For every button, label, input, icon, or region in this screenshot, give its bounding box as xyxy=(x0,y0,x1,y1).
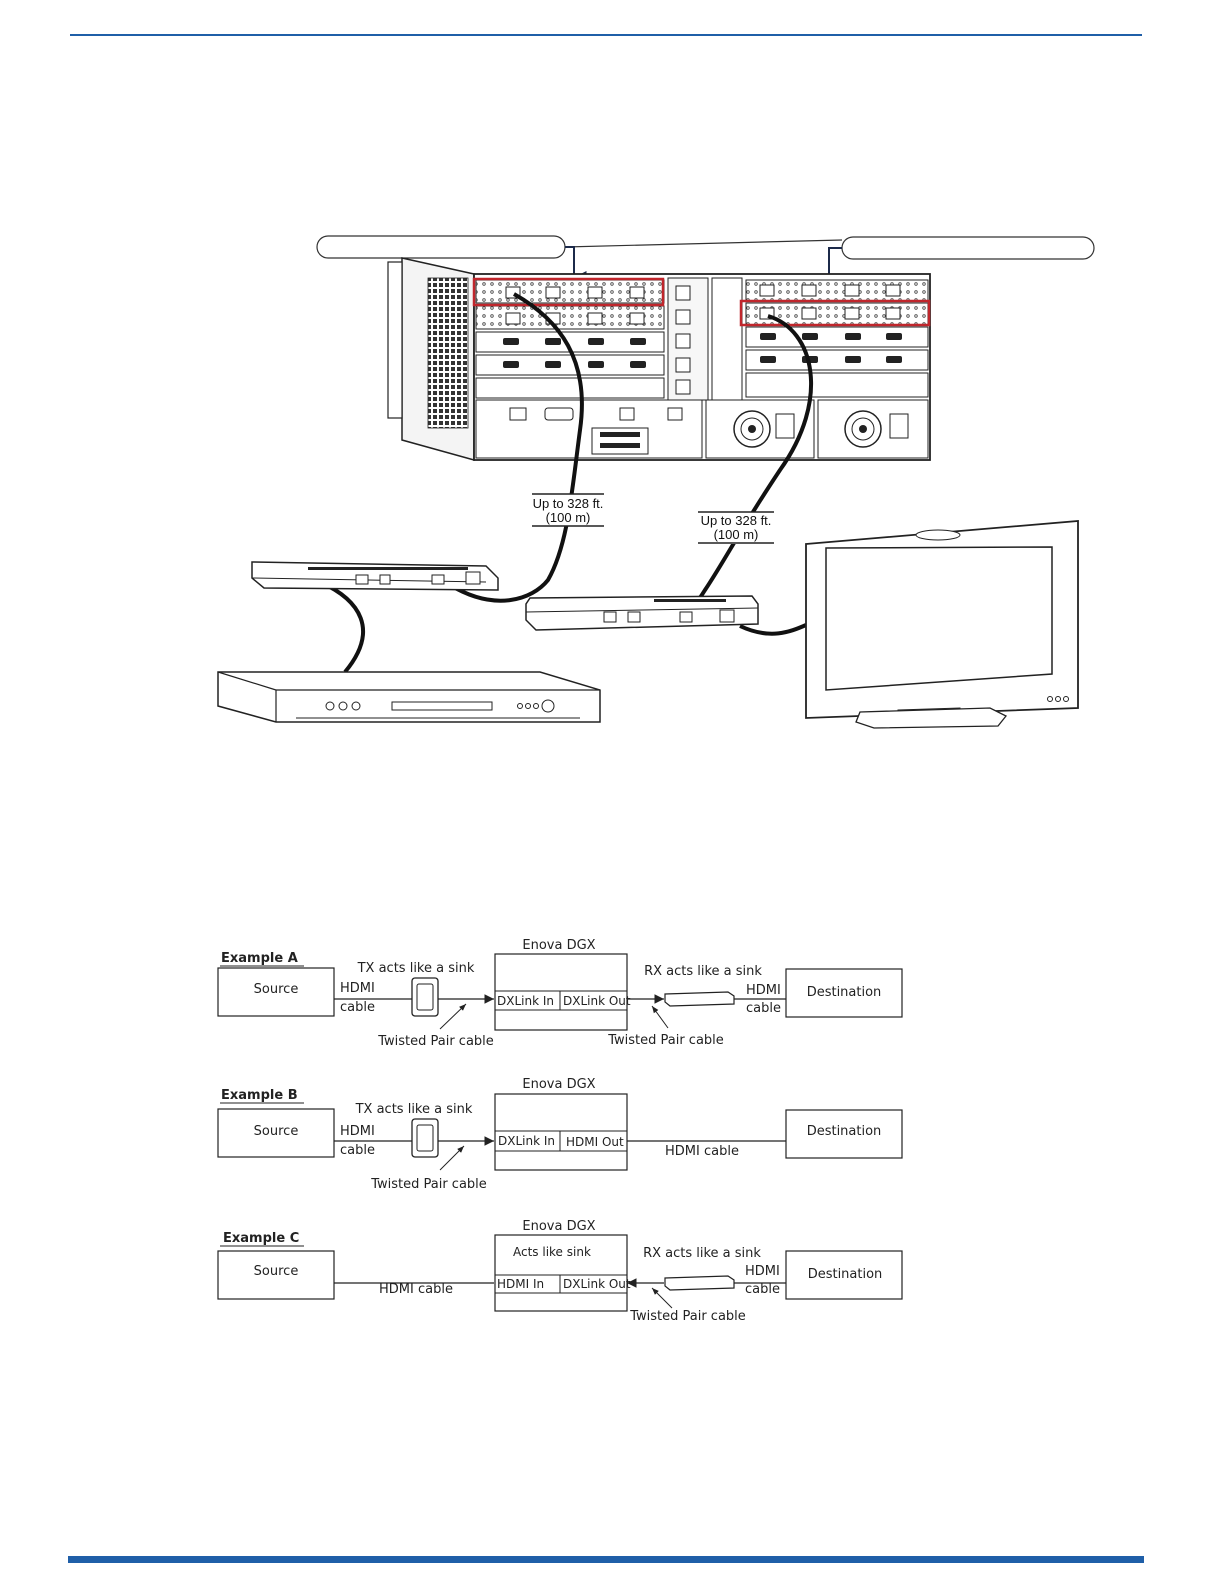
cable-length-right-line2: (100 m) xyxy=(714,527,759,542)
cable-length-right-line1: Up to 328 ft. xyxy=(701,513,772,528)
callout-arrow-left xyxy=(565,246,587,285)
display-monitor xyxy=(805,520,1079,729)
cable-length-label-left: Up to 328 ft. (100 m) xyxy=(532,493,604,527)
enova-dgx-chassis xyxy=(387,257,931,461)
cable-length-left-line1: Up to 328 ft. xyxy=(533,496,604,511)
header-rule xyxy=(70,34,1142,36)
callout-right xyxy=(841,236,1095,260)
callout-left xyxy=(316,235,566,259)
hdmi-cable-display xyxy=(739,623,807,636)
source-device xyxy=(217,671,601,723)
card-bay-right xyxy=(745,279,929,398)
highlight-input-card xyxy=(472,277,665,307)
cable-length-label-right: Up to 328 ft. (100 m) xyxy=(698,511,774,544)
dxlink-transmitter xyxy=(251,561,499,591)
footer-rule xyxy=(68,1556,1144,1563)
card-bay-left xyxy=(475,279,665,399)
dxlink-receiver xyxy=(525,595,759,631)
hdmi-cable-source xyxy=(319,580,365,674)
highlight-output-card xyxy=(739,299,931,327)
cable-length-left-line2: (100 m) xyxy=(546,510,591,525)
